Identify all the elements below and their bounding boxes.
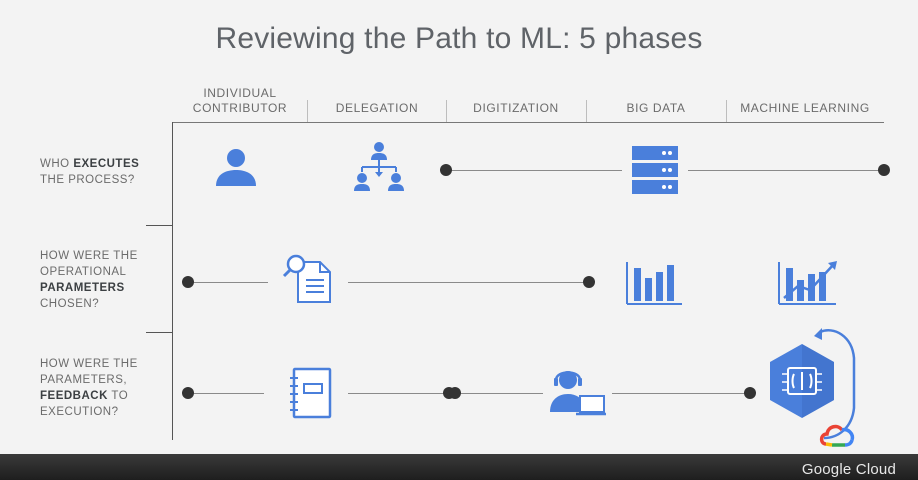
row-label-bold: FEEDBACK [40, 390, 108, 402]
row-label-text: HOW WERE THE [40, 250, 138, 262]
timeline-dot [878, 164, 890, 176]
row-label-operational-parameters: HOW WERE THE OPERATIONAL PARAMETERS CHOS… [40, 248, 138, 312]
footer-bar [0, 454, 918, 480]
timeline-dot [583, 276, 595, 288]
row-label-bold: EXECUTES [73, 158, 140, 170]
person-icon [216, 149, 256, 186]
column-header-line2: CONTRIBUTOR [192, 101, 288, 115]
timeline-dot [182, 276, 194, 288]
timeline-connector [612, 393, 750, 394]
column-header-label: BIG DATA [626, 101, 686, 115]
timeline-connector [348, 282, 588, 283]
brand-label: Google Cloud [801, 461, 896, 478]
row-label-feedback: HOW WERE THE PARAMETERS, FEEDBACK TO EXE… [40, 356, 138, 420]
notebook-icon [290, 367, 332, 419]
column-header-big-data: BIG DATA [586, 84, 726, 124]
timeline-dot [440, 164, 452, 176]
row-label-text: WHO [40, 158, 74, 170]
row-divider [146, 225, 173, 226]
row-label-bold: PARAMETERS [40, 282, 125, 294]
timeline-connector [188, 282, 268, 283]
row-label-text: CHOSEN? [40, 298, 100, 310]
timeline-connector [348, 393, 450, 394]
column-header-label: MACHINE LEARNING [740, 101, 870, 115]
bar-chart-trend-icon [778, 261, 837, 305]
row-label-text: OPERATIONAL [40, 266, 127, 278]
google-cloud-logo-icon [819, 424, 855, 447]
timeline-dot [182, 387, 194, 399]
row-label-text: TO [107, 390, 129, 402]
row-label-text: PARAMETERS, [40, 374, 128, 386]
header-separator [586, 100, 587, 122]
timeline-dot [744, 387, 756, 399]
column-header-delegation: DELEGATION [308, 84, 446, 124]
grid-left-axis [172, 122, 173, 440]
slide-title: Reviewing the Path to ML: 5 phases [215, 22, 703, 55]
timeline-connector [688, 170, 884, 171]
support-agent-icon [550, 371, 606, 416]
row-label-text: HOW WERE THE [40, 358, 138, 370]
timeline-dot [449, 387, 461, 399]
header-separator [446, 100, 447, 122]
org-chart-icon [354, 142, 404, 191]
ml-brain-chip-icon [770, 328, 856, 440]
timeline-connector [188, 393, 264, 394]
column-header-line1: INDIVIDUAL [203, 86, 277, 100]
column-header-digitization: DIGITIZATION [446, 84, 586, 124]
header-separator [726, 100, 727, 122]
document-search-icon [282, 254, 331, 303]
grid-top-line [172, 122, 884, 123]
row-label-text: EXECUTION? [40, 406, 119, 418]
timeline-connector [455, 393, 543, 394]
header-separator [307, 100, 308, 122]
server-stack-icon [632, 146, 678, 194]
column-header-label: DIGITIZATION [473, 101, 559, 115]
column-header-individual-contributor: INDIVIDUAL CONTRIBUTOR [172, 84, 308, 124]
row-divider [146, 332, 173, 333]
row-label-who-executes: WHO EXECUTES THE PROCESS? [40, 156, 139, 188]
column-header-machine-learning: MACHINE LEARNING [726, 84, 884, 124]
timeline-connector [446, 170, 622, 171]
row-label-text: THE PROCESS? [40, 174, 135, 186]
bar-chart-icon [626, 262, 682, 305]
column-header-label: DELEGATION [335, 101, 419, 115]
